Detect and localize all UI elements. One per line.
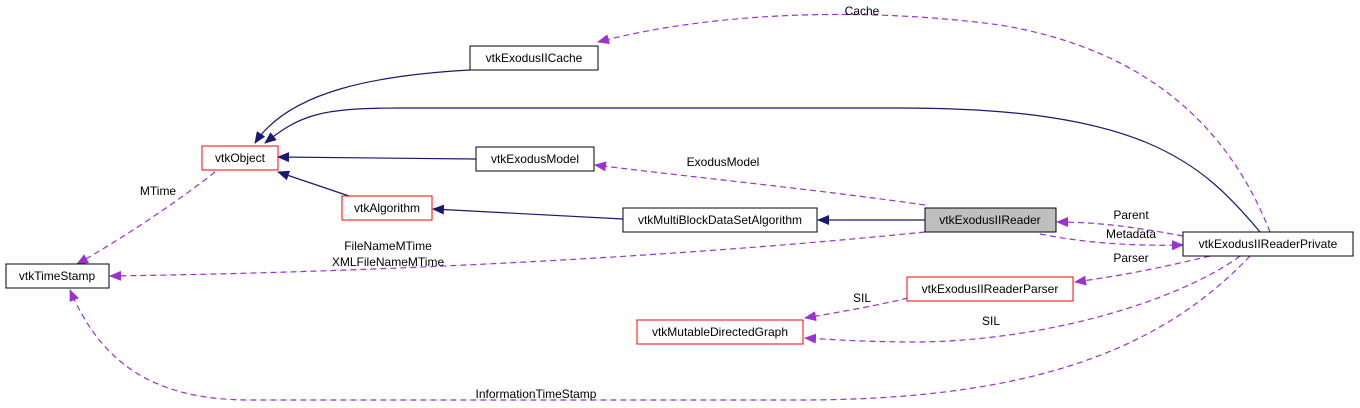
node-vtk-exodus-ii-reader-private[interactable]: vtkExodusIIReaderPrivate (1182, 231, 1354, 257)
node-vtk-exodus-model[interactable]: vtkExodusModel (475, 146, 595, 172)
node-vtk-algorithm[interactable]: vtkAlgorithm (341, 195, 433, 221)
edge-private-to-object (264, 107, 1261, 233)
edge-private-timestamp-info (69, 255, 1251, 401)
node-vtk-mutable-directed-graph[interactable]: vtkMutableDirectedGraph (636, 319, 804, 345)
edge-algorithm-to-object (277, 170, 353, 198)
svg-text:vtkExodusModel: vtkExodusModel (491, 152, 579, 166)
edge-reader-timestamp (109, 231, 926, 281)
node-vtk-exodus-ii-reader[interactable]: vtkExodusIIReader (924, 207, 1057, 233)
node-vtk-time-stamp[interactable]: vtkTimeStamp (5, 263, 110, 289)
edge-label-information-time-stamp: InformationTimeStamp (476, 387, 597, 401)
node-vtk-multi-block-data-set-algorithm[interactable]: vtkMultiBlockDataSetAlgorithm (622, 207, 818, 233)
edge-label-filename-mtime: FileNameMTime (344, 239, 432, 253)
edge-reader-private-metadata (1039, 233, 1184, 251)
edge-reader-exodusmodel (594, 161, 926, 206)
edge-label-parent: Parent (1113, 208, 1149, 222)
svg-text:vtkObject: vtkObject (215, 151, 266, 165)
edge-private-cache (597, 13, 1271, 233)
edge-parser-graph-sil (804, 297, 909, 322)
edge-cache-to-object (254, 69, 471, 144)
edge-exodusmodel-to-object (277, 152, 477, 163)
node-vtk-exodus-ii-reader-parser[interactable]: vtkExodusIIReaderParser (906, 276, 1074, 302)
node-vtk-object[interactable]: vtkObject (201, 145, 279, 171)
svg-text:vtkAlgorithm: vtkAlgorithm (354, 201, 420, 215)
edge-private-parser (1074, 255, 1211, 286)
svg-text:vtkExodusIIReaderParser: vtkExodusIIReaderParser (922, 282, 1059, 296)
svg-text:vtkMultiBlockDataSetAlgorithm: vtkMultiBlockDataSetAlgorithm (638, 213, 802, 227)
svg-text:vtkExodusIIReader: vtkExodusIIReader (939, 213, 1040, 227)
node-vtk-exodus-ii-cache[interactable]: vtkExodusIICache (469, 45, 599, 71)
edge-private-reader-parent (1056, 217, 1184, 237)
edge-label-sil-parser: SIL (853, 291, 871, 305)
svg-text:vtkExodusIICache: vtkExodusIICache (486, 51, 583, 65)
svg-text:vtkTimeStamp: vtkTimeStamp (19, 269, 96, 283)
svg-text:vtkMutableDirectedGraph: vtkMutableDirectedGraph (652, 325, 788, 339)
edge-label-exodus-model: ExodusModel (687, 155, 760, 169)
svg-text:vtkExodusIIReaderPrivate: vtkExodusIIReaderPrivate (1199, 237, 1338, 251)
edge-label-parser: Parser (1113, 251, 1148, 265)
edge-label-xml-filename-mtime: XMLFileNameMTime (332, 255, 445, 269)
edge-label-cache: Cache (845, 4, 880, 18)
edge-object-timestamp (76, 171, 216, 265)
edge-private-graph-sil (804, 255, 1241, 344)
edge-label-sil-private: SIL (982, 314, 1000, 328)
edge-mbdsa-to-algorithm (432, 204, 624, 220)
edge-label-metadata: Metadata (1106, 227, 1156, 241)
edge-label-mtime: MTime (140, 184, 177, 198)
